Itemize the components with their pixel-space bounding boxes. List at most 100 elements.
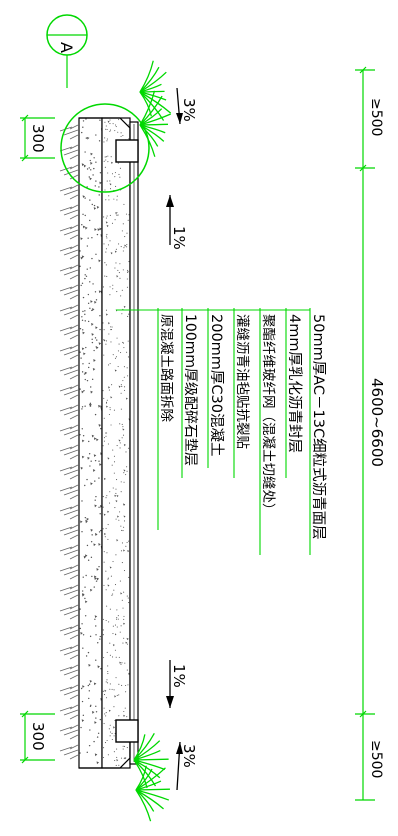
gravel-dot — [80, 357, 82, 359]
concrete-dot — [103, 339, 105, 341]
concrete-dot — [118, 683, 120, 685]
concrete-dot — [107, 754, 109, 756]
concrete-dot — [121, 684, 123, 686]
concrete-dot — [115, 518, 117, 520]
concrete-dot — [120, 295, 122, 297]
gravel-dot — [98, 194, 100, 196]
soil-hatch-stroke — [59, 504, 79, 520]
concrete-chip — [127, 550, 130, 553]
concrete-dot — [108, 333, 110, 335]
concrete-dot — [115, 488, 117, 490]
gravel-dot — [80, 687, 83, 690]
gravel-dot — [84, 484, 86, 487]
concrete-dot — [105, 697, 108, 699]
concrete-dot — [111, 738, 113, 741]
concrete-chip — [108, 386, 111, 389]
gravel-dot — [88, 697, 90, 700]
soil-hatch-stroke — [59, 604, 79, 620]
concrete-dot — [114, 649, 116, 651]
gravel-chip — [86, 517, 90, 521]
concrete-dot — [126, 278, 128, 280]
grass-plant — [139, 60, 172, 121]
concrete-dot — [107, 155, 109, 157]
concrete-dot — [123, 637, 125, 639]
concrete-dot — [104, 275, 106, 277]
gravel-dot — [81, 408, 83, 410]
concrete-dot — [110, 341, 112, 343]
concrete-chip — [116, 494, 119, 498]
soil-hatch-stroke — [59, 184, 79, 200]
gravel-dot — [86, 544, 89, 547]
concrete-dot — [116, 694, 118, 697]
concrete-dot — [116, 195, 118, 197]
soil-hatch-stroke — [59, 344, 79, 360]
layer-label-2: 4mm厚乳化沥青封层 — [286, 314, 303, 453]
concrete-dot — [123, 615, 125, 617]
gravel-chip — [93, 359, 96, 362]
concrete-dot — [109, 407, 111, 409]
concrete-dot — [126, 595, 128, 597]
gravel-dot — [87, 237, 89, 239]
concrete-dot — [119, 580, 121, 582]
concrete-dot — [102, 390, 104, 392]
concrete-dot — [109, 294, 111, 296]
concrete-dot — [125, 545, 127, 547]
concrete-dot — [116, 212, 118, 214]
gravel-dot — [85, 346, 87, 349]
soil-hatch-stroke — [59, 564, 79, 580]
concrete-dot — [111, 384, 113, 386]
gravel-chip — [93, 575, 97, 579]
gravel-dot — [81, 623, 83, 625]
concrete-dot — [107, 682, 109, 684]
concrete-chip — [112, 726, 115, 729]
gravel-dot — [99, 635, 101, 638]
concrete-dot — [105, 712, 107, 714]
gravel-dot — [81, 500, 83, 502]
gravel-dot — [82, 576, 84, 578]
concrete-dot — [112, 560, 114, 563]
concrete-dot — [114, 219, 116, 221]
concrete-chip — [114, 494, 117, 497]
gravel-chip — [94, 228, 97, 232]
gravel-chip — [94, 721, 97, 725]
concrete-dot — [109, 129, 112, 131]
gravel-dot — [83, 373, 86, 375]
concrete-chip — [107, 457, 110, 460]
gravel-base-layer — [78, 117, 103, 769]
gravel-chip — [81, 439, 85, 443]
gravel-dot — [94, 291, 97, 293]
concrete-dot — [108, 621, 110, 623]
gravel-dot — [84, 274, 86, 276]
concrete-dot — [112, 593, 114, 595]
gravel-dot — [89, 635, 92, 638]
concrete-dot — [110, 156, 112, 158]
gravel-dot — [84, 151, 86, 153]
gravel-dot — [84, 597, 86, 600]
gravel-dot — [87, 320, 90, 323]
gravel-dot — [95, 134, 97, 136]
pavement-layers — [78, 117, 139, 769]
gravel-chip — [99, 181, 102, 185]
concrete-dot — [112, 449, 114, 451]
concrete-dot — [103, 354, 105, 356]
gravel-chip — [89, 177, 92, 181]
soil-hatch-stroke — [59, 464, 79, 480]
concrete-dot — [107, 244, 110, 246]
soil-hatch-stroke — [59, 204, 79, 220]
gravel-dot — [89, 281, 91, 283]
gravel-chip — [82, 195, 86, 199]
gravel-dot — [85, 655, 88, 657]
concrete-dot — [116, 748, 118, 750]
concrete-dot — [105, 251, 107, 253]
concrete-dot — [109, 188, 112, 190]
soil-hatch-stroke — [59, 124, 79, 140]
gravel-chip — [94, 615, 98, 619]
concrete-dot — [122, 380, 124, 382]
concrete-dot — [127, 219, 129, 221]
soil-hatch-stroke — [59, 544, 79, 560]
concrete-dot — [128, 540, 130, 542]
detail-marker-label: A — [57, 42, 76, 53]
gravel-dot — [93, 740, 95, 743]
concrete-dot — [108, 364, 110, 366]
gravel-dot — [85, 118, 87, 120]
